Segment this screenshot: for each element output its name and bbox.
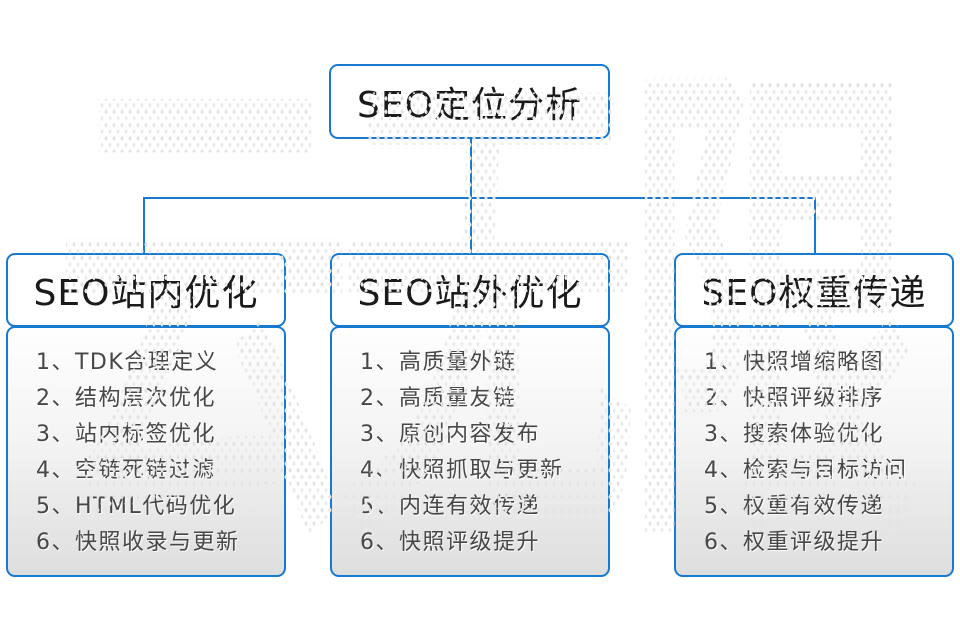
- column-header-offsite-label: SEO站外优化: [357, 273, 583, 314]
- list-item: 2、快照评级排序: [704, 386, 884, 411]
- list-item: 4、检索与目标访问: [704, 458, 908, 483]
- list-item: 5、权重有效传递: [704, 494, 884, 519]
- list-item: 3、搜索体验优化: [704, 422, 884, 447]
- connector-drop-right: [814, 197, 816, 254]
- column-panel-onsite: 1、TDK合理定义 2、结构层次优化 3、站内标签优化 4、空链死链过滤 5、H…: [6, 326, 286, 577]
- column-panel-offsite: 1、高质量外链 2、高质量友链 3、原创内容发布 4、快照抓取与更新 5、内连有…: [330, 326, 610, 577]
- list-item: 6、快照评级提升: [360, 530, 540, 555]
- column-header-onsite: SEO站内优化: [6, 253, 286, 327]
- list-item: 6、快照收录与更新: [36, 530, 240, 555]
- list-item: 2、高质量友链: [360, 386, 517, 411]
- list-item: 5、HTML代码优化: [36, 494, 237, 519]
- column-header-offsite: SEO站外优化: [330, 253, 610, 327]
- node-seo-positioning: SEO定位分析: [329, 64, 610, 139]
- list-item: 6、权重评级提升: [704, 530, 884, 555]
- list-item: 4、快照抓取与更新: [360, 458, 564, 483]
- list-item: 5、内连有效传递: [360, 494, 540, 519]
- list-item: 3、原创内容发布: [360, 422, 540, 447]
- connector-drop-left: [143, 197, 145, 254]
- column-header-weight-label: SEO权重传递: [701, 273, 927, 314]
- column-header-onsite-label: SEO站内优化: [33, 273, 259, 314]
- connector-drop-middle: [470, 197, 472, 254]
- root-node-label: SEO定位分析: [357, 84, 582, 126]
- connector-rail: [143, 197, 816, 199]
- offsite-item-list: 1、高质量外链 2、高质量友链 3、原创内容发布 4、快照抓取与更新 5、内连有…: [332, 328, 608, 561]
- column-header-weight: SEO权重传递: [674, 253, 954, 327]
- weight-item-list: 1、快照增缩略图 2、快照评级排序 3、搜索体验优化 4、检索与目标访问 5、权…: [676, 328, 952, 561]
- list-item: 1、高质量外链: [360, 350, 517, 375]
- column-panel-weight: 1、快照增缩略图 2、快照评级排序 3、搜索体验优化 4、检索与目标访问 5、权…: [674, 326, 954, 577]
- list-item: 4、空链死链过滤: [36, 458, 216, 483]
- list-item: 1、快照增缩略图: [704, 350, 884, 375]
- list-item: 1、TDK合理定义: [36, 350, 219, 375]
- connector-root-stem: [470, 139, 472, 198]
- list-item: 2、结构层次优化: [36, 386, 216, 411]
- list-item: 3、站内标签优化: [36, 422, 216, 447]
- onsite-item-list: 1、TDK合理定义 2、结构层次优化 3、站内标签优化 4、空链死链过滤 5、H…: [8, 328, 284, 561]
